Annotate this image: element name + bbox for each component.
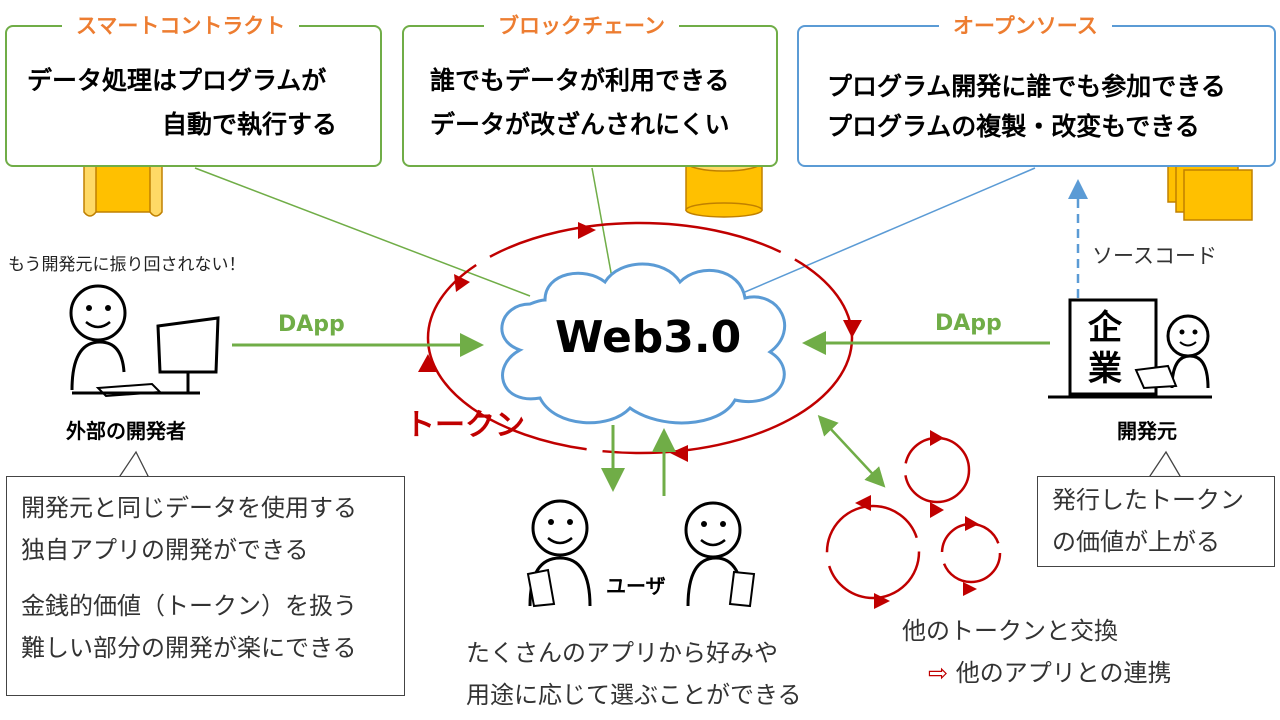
- web3-label: Web3.0: [555, 312, 742, 363]
- external-developer-figure: [69, 284, 220, 398]
- user-note-line2: 用途に応じて選ぶことができる: [466, 681, 802, 709]
- callout-external-line1: 開発元と同じデータを使用する: [21, 494, 357, 522]
- callout-developer: 発行したトークン の価値が上がる: [1037, 476, 1275, 567]
- token-cycle-arrows: [418, 222, 862, 462]
- smart-contract-box: スマートコントラクト データ処理はプログラムが 自動で執行する: [5, 13, 382, 167]
- connector-open-source: [744, 167, 1036, 293]
- connector-smart-contract: [194, 167, 531, 297]
- connector-blockchain: [591, 167, 613, 279]
- open-source-box: オープンソース プログラム開発に誰でも参加できる プログラムの複製・改変もできる: [797, 13, 1276, 167]
- callout-external-line4: 難しい部分の開発が楽にできる: [21, 634, 357, 662]
- open-source-line2: プログラムの複製・改変もできる: [827, 112, 1200, 141]
- blockchain-title: ブロックチェーン: [484, 13, 679, 39]
- company-sign-bottom: 業: [1088, 349, 1122, 389]
- user-note: たくさんのアプリから好みや 用途に応じて選ぶことができる: [466, 632, 802, 716]
- external-dev-label: 外部の開発者: [66, 419, 186, 443]
- callout-developer-line1: 発行したトークン: [1052, 486, 1244, 514]
- blockchain-line1: 誰でもデータが利用できる: [430, 66, 730, 95]
- exchange-note: 他のトークンと交換 ⇨ 他のアプリとの連携: [902, 610, 1172, 694]
- cloud-shape: [500, 262, 787, 425]
- user-note-line1: たくさんのアプリから好みや: [466, 639, 778, 667]
- source-code-label: ソースコード: [1092, 244, 1217, 268]
- callout-developer-pointer: [1148, 450, 1182, 477]
- user-figure-left: [526, 499, 592, 608]
- dapp-left-label: DApp: [278, 312, 345, 337]
- exchange-arrow: [817, 415, 886, 488]
- callout-external-pointer: [118, 450, 150, 477]
- external-dev-quote: もう開発元に振り回されない！: [8, 255, 246, 275]
- developer-label: 開発元: [1117, 419, 1177, 443]
- user-figure-right: [684, 501, 756, 608]
- user-label: ユーザ: [606, 574, 666, 598]
- blockchain-box: ブロックチェーン 誰でもデータが利用できる データが改ざんされにくい: [402, 13, 778, 167]
- right-arrow-icon: ⇨: [928, 659, 949, 687]
- token-label: トークン: [405, 408, 525, 443]
- exchange-note-line1: 他のトークンと交換: [902, 617, 1118, 645]
- callout-external-line3: 金銭的価値（トークン）を扱う: [21, 592, 357, 620]
- smart-contract-line2: 自動で執行する: [162, 110, 338, 139]
- callout-external-line2: 独自アプリの開発ができる: [21, 536, 309, 564]
- smart-contract-title: スマートコントラクト: [62, 13, 300, 39]
- dapp-right-label: DApp: [935, 311, 1002, 336]
- smart-contract-line1: データ処理はプログラムが: [27, 66, 327, 95]
- token-cycles-other: [825, 436, 1002, 600]
- callout-external: 開発元と同じデータを使用する 独自アプリの開発ができる 金銭的価値（トークン）を…: [6, 476, 405, 696]
- exchange-note-line2: 他のアプリとの連携: [955, 659, 1172, 687]
- exchange-note-line2-row: ⇨ 他のアプリとの連携: [902, 652, 1172, 694]
- developer-company-figure: [1048, 298, 1212, 399]
- callout-developer-line2: の価値が上がる: [1052, 528, 1220, 556]
- token-cycles-other-arrows: [855, 430, 979, 609]
- open-source-line1: プログラム開発に誰でも参加できる: [827, 72, 1226, 101]
- scroll-icon: [83, 153, 163, 217]
- company-sign-top: 企: [1088, 308, 1122, 348]
- open-source-title: オープンソース: [939, 13, 1112, 39]
- blockchain-line2: データが改ざんされにくい: [430, 110, 730, 139]
